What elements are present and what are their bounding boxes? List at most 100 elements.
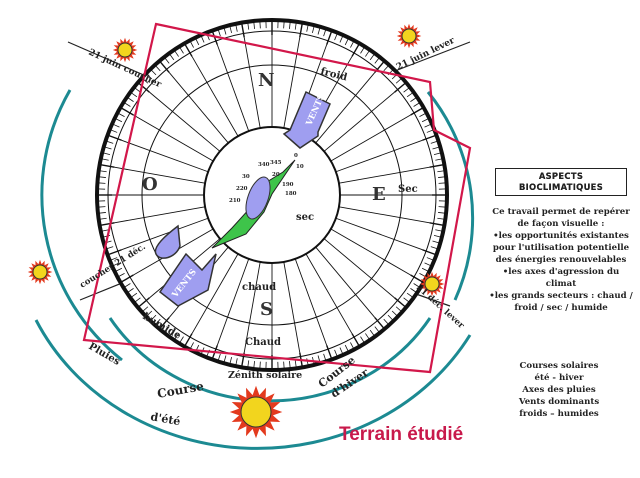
compass-spoke <box>338 206 430 224</box>
compass-spoke <box>330 114 411 162</box>
compass-tick <box>150 314 157 322</box>
compass-tick <box>247 360 250 369</box>
compass-tick <box>217 28 221 37</box>
compass-tick <box>410 288 418 294</box>
compass-spoke <box>338 166 430 184</box>
bearing-0: 0 <box>294 153 298 159</box>
compass-south: S <box>260 299 273 320</box>
compass-tick <box>102 152 111 155</box>
compass-north: N <box>258 70 274 91</box>
compass-spoke <box>191 253 239 334</box>
compass-tick <box>99 222 115 227</box>
summer-course-arc-bottom <box>34 319 472 450</box>
compass-tick <box>126 96 134 102</box>
compass-tick <box>410 274 424 284</box>
compass-tick <box>419 112 427 117</box>
compass-tick <box>438 206 447 208</box>
aspects-title: ASPECTS BIOCLIMATIQUES <box>495 168 627 196</box>
compass-spoke <box>330 228 411 276</box>
compass-tick <box>178 46 184 54</box>
compass-west: O <box>142 174 158 195</box>
compass-tick <box>339 347 344 356</box>
compass-spoke <box>216 258 250 346</box>
compass-tick <box>120 274 134 284</box>
compass-tick <box>326 345 333 360</box>
compass-tick <box>306 23 309 32</box>
compass-tick <box>114 117 123 123</box>
compass-tick <box>150 68 157 76</box>
compass-tick <box>394 81 407 93</box>
compass-tick <box>283 20 285 29</box>
compass-tick <box>403 86 411 93</box>
compass-tick <box>229 356 232 365</box>
compass-tick <box>100 229 109 232</box>
compass-tick <box>168 329 175 337</box>
compass-tick <box>421 267 430 273</box>
compass-tick <box>289 361 291 370</box>
compass-spoke <box>283 261 301 353</box>
compass-tick <box>289 20 291 29</box>
wind-arrow-top: VENTS <box>282 90 331 149</box>
compass-tick <box>168 53 175 61</box>
compass-tick <box>117 273 125 278</box>
compass-spoke <box>323 238 395 299</box>
compass-tick <box>430 246 439 250</box>
compass-tick <box>109 257 118 261</box>
compass-tick <box>137 81 150 93</box>
compass-spoke <box>216 44 250 132</box>
compass-tick <box>391 310 399 317</box>
bearing-20: 20 <box>272 172 280 178</box>
compass-tick <box>406 292 414 299</box>
compass-tick <box>97 176 106 178</box>
compass-tick <box>107 249 122 256</box>
bearing-345: 345 <box>270 160 282 166</box>
compass-tick <box>323 353 327 362</box>
compass-spoke <box>114 166 206 184</box>
terrain-label: Terrain étudié <box>339 424 464 445</box>
compass-spoke <box>283 37 301 129</box>
aspects-item: •les axes d'agression du climat <box>502 267 620 289</box>
compass-tick <box>123 101 131 107</box>
compass-tick <box>395 306 403 313</box>
compass-tick <box>130 91 138 98</box>
compass-spokes <box>112 35 432 355</box>
compass-tick <box>403 297 411 304</box>
compass-tick <box>383 64 390 72</box>
compass-tick <box>97 206 106 208</box>
compass-tick <box>163 56 170 64</box>
compass-tick <box>438 182 447 184</box>
sun-june-sunset-disc <box>117 42 133 58</box>
compass-tick <box>422 134 437 141</box>
compass-tick <box>437 170 446 173</box>
zenith-label: Zénith solaire <box>228 370 302 381</box>
sec-inner-label: sec <box>296 212 314 223</box>
legend-line: été - hiver <box>534 373 584 383</box>
sun-june-sunrise <box>396 23 422 49</box>
compass-tick <box>426 257 435 261</box>
compass-tick <box>247 21 250 30</box>
compass-tick <box>183 333 193 347</box>
legend-line: Axes des pluies <box>522 385 596 395</box>
course-ete-line2: d'été <box>149 410 181 428</box>
summer-course-arc <box>40 89 123 362</box>
compass-tick <box>422 249 437 256</box>
compass-tick <box>183 43 193 57</box>
compass-tick <box>105 140 114 144</box>
compass-tick <box>369 53 376 61</box>
compass-spoke <box>243 37 261 129</box>
compass-tick <box>223 355 227 364</box>
compass-tick <box>339 34 344 43</box>
wind-arrow-bottom: VENTS <box>158 252 217 307</box>
compass-spoke <box>168 72 229 144</box>
sun-zenith <box>229 385 283 439</box>
bearing-340: 340 <box>258 162 270 168</box>
compass-tick <box>189 40 194 48</box>
aspects-title-line2: BIOCLIMATIQUES <box>518 182 604 192</box>
compass-tick <box>374 56 381 64</box>
compass-spoke <box>294 258 328 346</box>
bearing-210: 210 <box>229 198 241 204</box>
compass-tick <box>235 23 238 32</box>
compass-tick <box>253 361 255 370</box>
compass-tick <box>97 212 106 214</box>
